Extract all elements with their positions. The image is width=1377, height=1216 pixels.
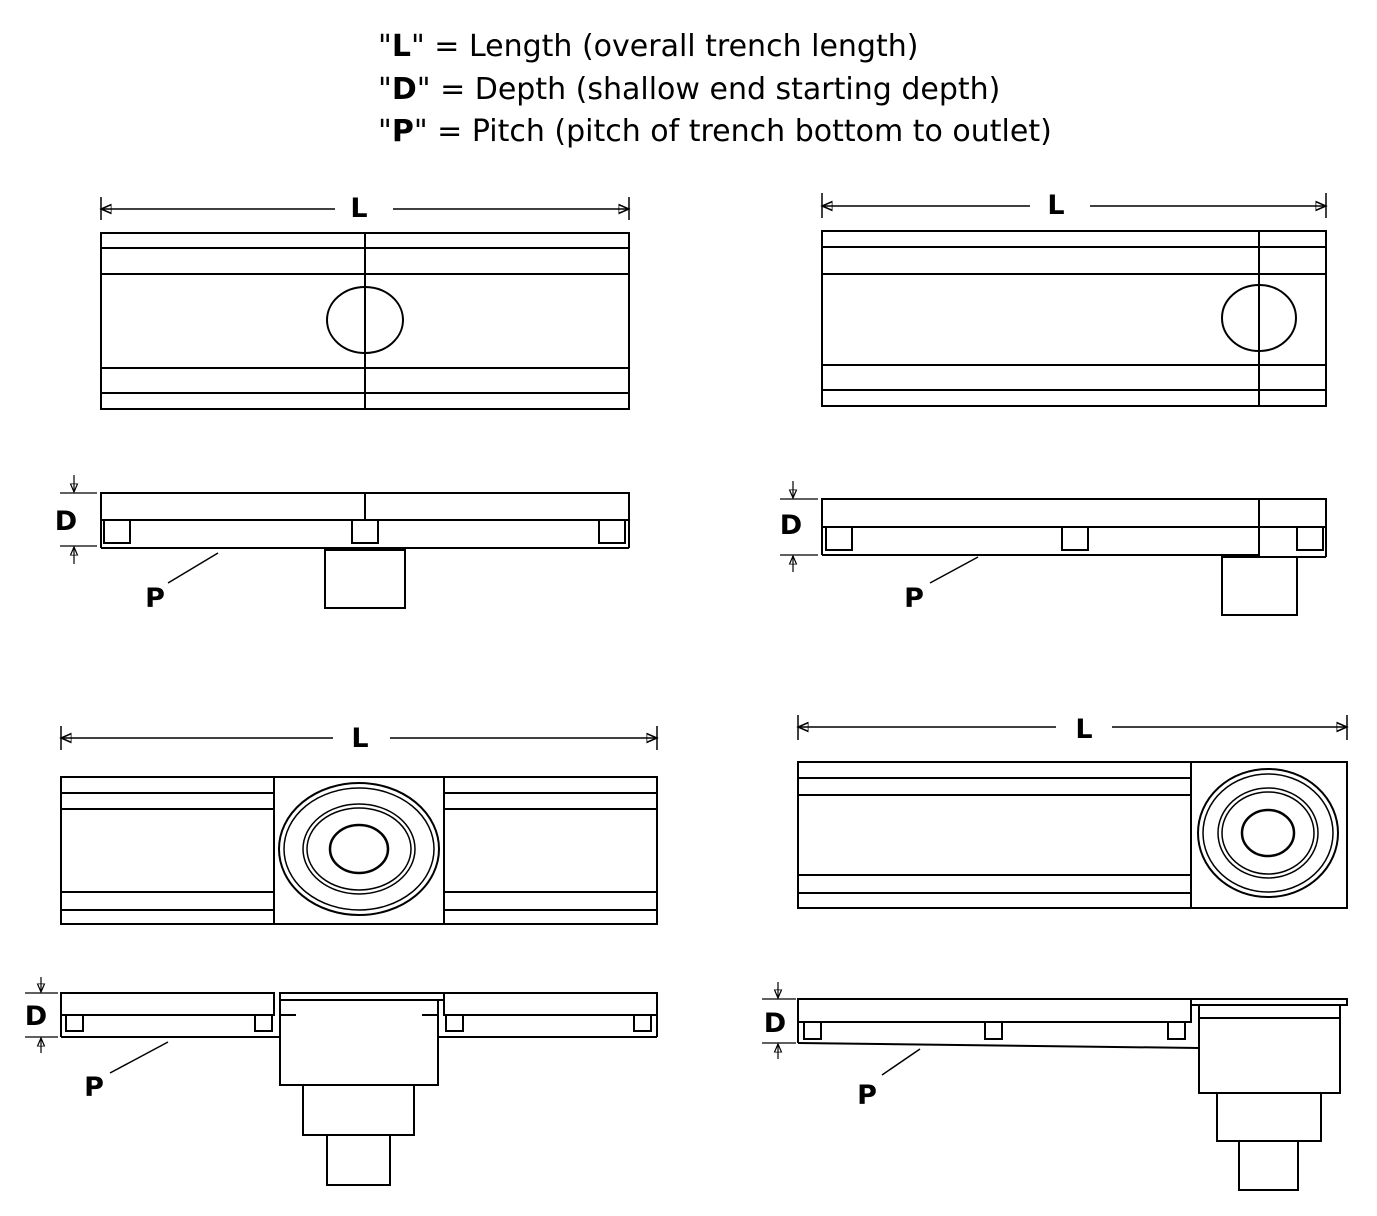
depth-dimension: D — [55, 475, 97, 564]
outlet-pipe — [1216, 1092, 1322, 1142]
pitch-label: P — [904, 583, 924, 614]
center-outlet-basic-side-view: D P — [55, 475, 630, 614]
length-label: L — [351, 723, 368, 754]
end-outlet-basic-side-view: D P — [780, 481, 1327, 616]
pitch-dimension: P — [857, 1048, 921, 1111]
legend-pitch: "P" = Pitch (pitch of trench bottom to o… — [378, 114, 1052, 149]
depth-dimension: D — [780, 481, 818, 572]
pitch-label: P — [84, 1072, 104, 1103]
depth-dimension: D — [762, 982, 796, 1059]
outlet-pipe — [302, 1084, 415, 1136]
center-outlet-basin-side-view: D P — [25, 977, 658, 1186]
depth-label: D — [764, 1008, 786, 1039]
basin-grate-icon — [278, 782, 440, 916]
legend-length: "L" = Length (overall trench length) — [378, 29, 919, 64]
pitch-label: P — [145, 583, 165, 614]
pitch-dimension: P — [145, 552, 219, 614]
length-dimension: L — [798, 714, 1347, 745]
pitch-dimension: P — [904, 556, 979, 614]
length-label: L — [350, 193, 367, 224]
outlet-pipe-tail — [326, 1134, 391, 1186]
pitch-dimension: P — [84, 1041, 169, 1103]
end-outlet-basic-plan-view: L — [822, 190, 1326, 407]
length-dimension: L — [822, 190, 1326, 221]
depth-label: D — [780, 510, 802, 541]
outlet-pipe-tail — [1238, 1140, 1299, 1191]
length-label: L — [1075, 714, 1092, 745]
pitch-label: P — [857, 1080, 877, 1111]
outlet-pipe — [324, 549, 406, 609]
depth-label: D — [55, 506, 77, 537]
center-outlet-basic-plan-view: L — [101, 193, 629, 410]
legend-depth: "D" = Depth (shallow end starting depth) — [378, 71, 1001, 107]
depth-label: D — [25, 1001, 47, 1032]
outlet-icon — [1221, 284, 1297, 352]
end-outlet-basin-plan-view: L — [798, 714, 1347, 909]
length-label: L — [1047, 190, 1064, 221]
outlet-icon — [326, 286, 404, 354]
length-dimension: L — [61, 723, 657, 754]
depth-dimension: D — [25, 977, 58, 1053]
dimension-legend: "L" = Length (overall trench length) "D"… — [378, 26, 1052, 154]
basin-grate-icon — [1197, 768, 1339, 898]
end-outlet-basin-side-view: D P — [762, 982, 1348, 1191]
outlet-pipe — [1221, 556, 1298, 616]
center-outlet-basin-plan-view: L — [61, 723, 657, 925]
length-dimension: L — [101, 193, 629, 224]
